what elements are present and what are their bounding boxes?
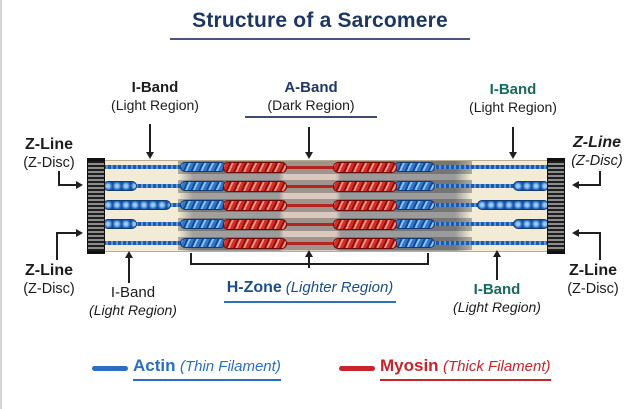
label-subtext: (Lighter Region) [285,279,394,296]
actin-beads-right [513,219,549,229]
legend-label: Actin [133,356,176,375]
label-subtext: (Z-Disc) [571,152,623,169]
myosin-thick-right [333,161,397,173]
label-zline-top-right: Z-Line (Z-Disc) [558,134,634,170]
actin-twist-right [394,162,435,172]
arrow-iband-bottom-left [125,251,133,283]
sarcomere-diagram [87,158,565,254]
actin-twist-left [180,181,226,191]
actin-twist-right [394,200,435,210]
legend-sublabel: (Thick Filament) [443,358,551,375]
arrow-iband-top-right [509,127,517,159]
actin-thin-right [431,184,549,188]
actin-twist-right [394,219,435,229]
arrow-zline-top-right [572,171,601,189]
label-text: Z-Line [25,136,73,153]
myosin-thick-left [223,199,287,211]
actin-beads-right [513,181,549,191]
actin-thin-left [103,222,184,226]
label-subtext: (Z-Disc) [23,280,75,297]
label-subtext: (Light Region) [469,98,557,115]
zdisc-left [87,158,105,254]
myosin-thick-right [333,237,397,249]
label-zline-top-left: Z-Line (Z-Disc) [10,136,88,172]
legend-label: Myosin [380,356,439,375]
arrow-zline-top-left [58,171,83,189]
actin-thin-left [103,165,184,169]
actin-beads-left [103,200,171,210]
actin-swatch [92,366,128,371]
label-iband-bottom-right: I-Band (Light Region) [437,281,557,315]
label-text: Z-Line [573,134,621,151]
actin-thin-left [103,184,184,188]
label-zline-bottom-right: Z-Line (Z-Disc) [554,262,632,298]
label-text: H-Zone [226,279,282,296]
actin-twist-left [180,238,226,248]
myosin-bare-zone [284,222,338,226]
actin-twist-right [394,238,435,248]
legend-myosin: Myosin (Thick Filament) [380,356,551,381]
label-text: I-Band [473,281,521,298]
legend-actin: Actin (Thin Filament) [133,356,281,381]
myosin-thick-left [223,161,287,173]
actin-thin-left [103,241,184,245]
page-title: Structure of a Sarcomere [170,9,470,40]
actin-beads-right [477,200,549,210]
arrow-hzone [305,250,313,268]
label-hzone: H-Zone (Lighter Region) [224,279,396,303]
myosin-swatch [339,366,375,371]
label-subtext: (Dark Region) [267,96,355,113]
arrow-aband [305,127,313,159]
label-subtext: (Light Region) [89,301,177,318]
label-iband-top-right: I-Band (Light Region) [454,81,572,115]
label-text: I-Band [489,81,537,98]
myosin-thick-left [223,237,287,249]
myosin-thick-left [223,218,287,230]
actin-twist-right [394,181,435,191]
actin-twist-left [180,219,226,229]
label-text: I-Band [131,79,179,96]
label-iband-top-left: I-Band (Light Region) [95,79,215,113]
myosin-thick-left [223,180,287,192]
myosin-thick-right [333,199,397,211]
actin-beads-left [103,181,137,191]
myosin-thick-right [333,218,397,230]
label-zline-bottom-left: Z-Line (Z-Disc) [10,262,88,298]
myosin-bare-zone [284,241,338,245]
label-subtext: (Z-Disc) [567,280,619,297]
label-subtext: (Light Region) [111,96,199,113]
label-text: Z-Line [25,262,73,279]
label-iband-bottom-left: I-Band (Light Region) [73,284,193,318]
label-text: A-Band [284,79,338,96]
arrow-iband-bottom-right [493,250,501,280]
actin-thin-right [431,241,549,245]
label-text: Z-Line [569,262,617,279]
actin-twist-left [180,162,226,172]
label-subtext: (Z-Disc) [23,154,75,171]
actin-thin-right [431,165,549,169]
actin-beads-left [103,219,137,229]
myosin-bare-zone [284,165,338,169]
actin-twist-left [180,200,226,210]
arrow-zline-bottom-right [572,229,601,260]
label-aband: A-Band (Dark Region) [245,79,377,119]
arrow-zline-bottom-left [56,229,83,260]
label-text: I-Band [110,284,156,301]
myosin-bare-zone [284,184,338,188]
legend-sublabel: (Thin Filament) [179,358,281,375]
myosin-thick-right [333,180,397,192]
myosin-bare-zone [284,203,338,207]
zdisc-right [547,158,565,254]
label-subtext: (Light Region) [453,298,541,315]
arrow-iband-top-left [146,124,154,159]
actin-thin-right [431,222,549,226]
